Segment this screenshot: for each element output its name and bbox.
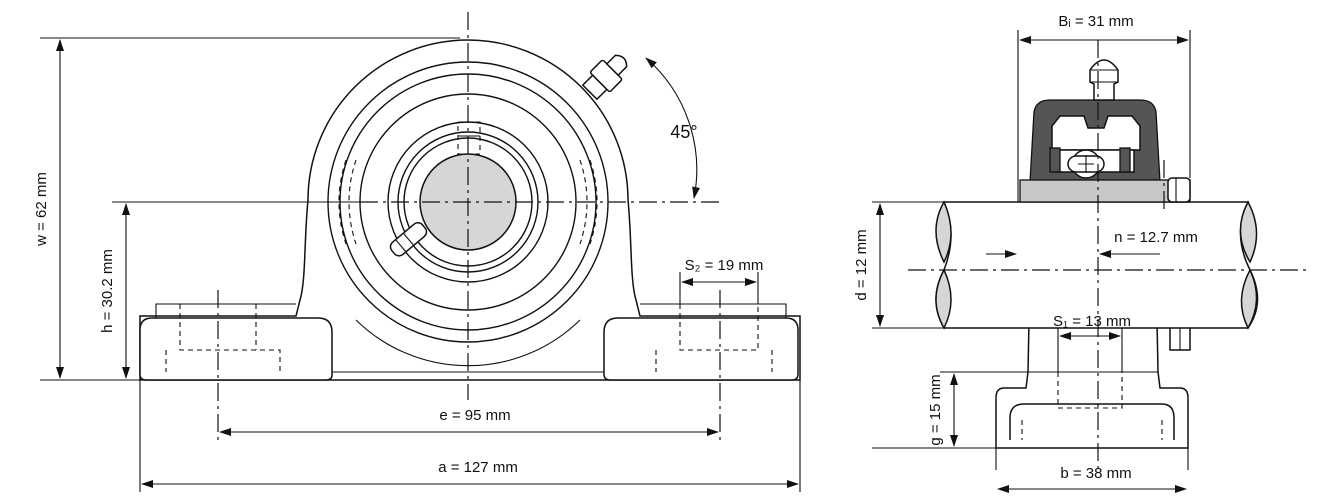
side-grease-nipple-icon <box>1089 59 1119 101</box>
dim-b-label: b = 38 mm <box>1060 465 1131 482</box>
dim-s1-label: S₁ = 13 mm <box>1053 313 1131 330</box>
side-view: Bᵢ = 31 mm d = 12 mm n = 12.7 mm S₁ = 13… <box>853 13 1308 493</box>
dim-n-label: n = 12.7 mm <box>1114 229 1198 246</box>
dim-d-label: d = 12 mm <box>853 229 870 300</box>
dim-bi-label: Bᵢ = 31 mm <box>1058 13 1133 30</box>
dim-a-label: a = 127 mm <box>438 459 518 476</box>
dim-w-label: w = 62 mm <box>33 172 50 247</box>
side-extension-lines <box>872 30 1191 449</box>
side-center-lines <box>908 40 1308 470</box>
side-bearing-top <box>1019 59 1191 203</box>
dim-s2-label: S₂ = 19 mm <box>685 257 764 274</box>
center-lines <box>217 12 721 440</box>
dim-h-label: h = 30.2 mm <box>99 249 116 333</box>
set-screw-top <box>457 121 481 155</box>
front-view: w = 62 mm h = 30.2 mm e = 95 mm a = 127 … <box>33 12 801 492</box>
dim-g-label: g = 15 mm <box>927 374 944 445</box>
set-screw-diagonal <box>389 222 428 257</box>
angle-arc <box>645 57 701 199</box>
grease-nipple-icon <box>581 54 628 101</box>
angle-label: 45° <box>670 122 697 142</box>
side-shaft <box>935 200 1259 330</box>
dim-e-label: e = 95 mm <box>439 407 510 424</box>
bolt-holes <box>165 304 773 372</box>
extension-lines <box>40 37 801 492</box>
